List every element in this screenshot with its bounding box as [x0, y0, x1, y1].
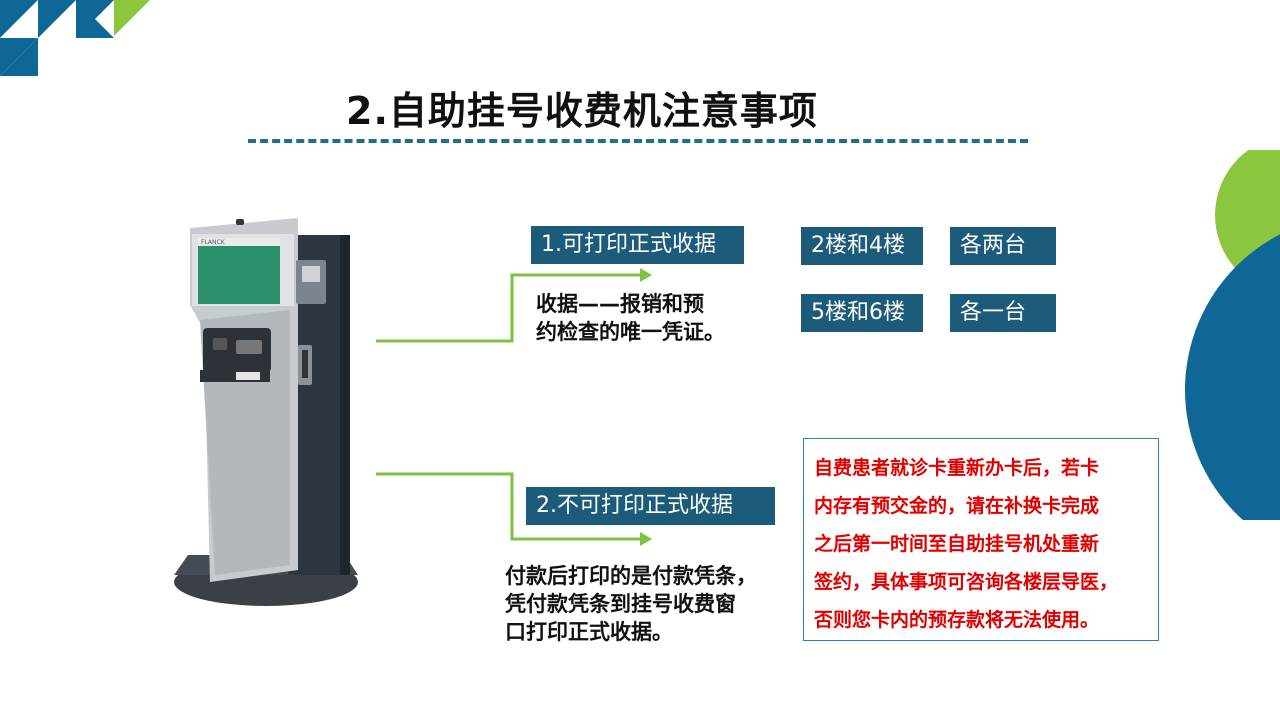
- notice-line-1: 自费患者就诊卡重新办卡后，若卡: [814, 457, 1100, 479]
- non-printable-receipt-desc-line1: 付款后打印的是付款凭条，: [505, 564, 757, 588]
- count-tag-1: 各两台: [950, 227, 1056, 265]
- non-printable-receipt-desc-line3: 口打印正式收据。: [505, 620, 673, 644]
- notice-line-5: 否则您卡内的预存款将无法使用。: [814, 609, 1100, 631]
- printable-receipt-desc: 收据——报销和预 约检查的唯一凭证。: [536, 290, 725, 346]
- floors-tag-1: 2楼和4楼: [801, 227, 923, 265]
- printable-receipt-desc-line2: 约检查的唯一凭证。: [536, 320, 725, 344]
- circle-decoration: [1185, 150, 1280, 520]
- floors-tag-2: 5楼和6楼: [801, 294, 923, 332]
- printable-receipt-tag: 1.可打印正式收据: [531, 226, 744, 264]
- kiosk-image: FLANCK: [174, 218, 358, 606]
- notice-box: 自费患者就诊卡重新办卡后，若卡 内存有预交金的，请在补换卡完成 之后第一时间至自…: [803, 438, 1159, 641]
- page-title: 2.自助挂号收费机注意事项: [346, 89, 818, 133]
- notice-line-3: 之后第一时间至自助挂号机处重新: [814, 533, 1100, 555]
- non-printable-receipt-tag: 2.不可打印正式收据: [526, 487, 775, 525]
- non-printable-receipt-desc-line2: 凭付款凭条到挂号收费窗: [505, 592, 736, 616]
- title-divider: [248, 139, 1028, 143]
- notice-line-2: 内存有预交金的，请在补换卡完成: [814, 495, 1100, 517]
- printable-receipt-desc-line1: 收据——报销和预: [536, 292, 704, 316]
- non-printable-receipt-desc: 付款后打印的是付款凭条， 凭付款凭条到挂号收费窗 口打印正式收据。: [505, 562, 757, 646]
- count-tag-2: 各一台: [950, 294, 1056, 332]
- kiosk-brand: FLANCK: [201, 239, 226, 246]
- corner-decoration: [0, 0, 150, 76]
- notice-line-4: 签约，具体事项可咨询各楼层导医，: [814, 571, 1119, 593]
- connector-lines: [376, 268, 652, 546]
